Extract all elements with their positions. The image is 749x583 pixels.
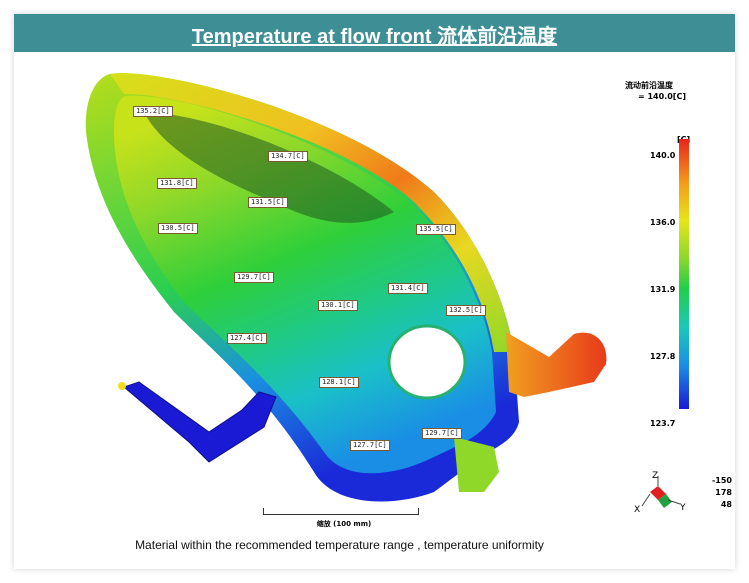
caption: Material within the recommended temperat… (135, 538, 544, 552)
axis-triad-icon: Z X Y (634, 471, 686, 515)
legend-tick: 136.0 (650, 218, 676, 227)
part-render (85, 73, 607, 502)
view-angle: 48 (720, 500, 732, 509)
legend-tick: 127.8 (650, 352, 676, 361)
probe-label: 129.7[C] (234, 272, 274, 283)
probe-label: 134.7[C] (268, 151, 308, 162)
probe-label: 128.1[C] (319, 377, 359, 388)
probe-label: 135.5[C] (416, 224, 456, 235)
scale-bar (263, 508, 419, 515)
axis-y-label: Y (679, 503, 686, 513)
part-blue-arm (122, 381, 277, 463)
legend-tick: 140.0 (650, 151, 676, 160)
probe-label: 135.2[C] (133, 106, 173, 117)
view-angle: -150 (711, 476, 732, 485)
legend-tick: 131.9 (650, 285, 676, 294)
view-angle: 178 (715, 488, 732, 497)
probe-label: 127.4[C] (227, 333, 267, 344)
probe-label: 129.7[C] (422, 428, 462, 439)
probe-label: 131.5[C] (248, 197, 288, 208)
axis-z-label: Z (652, 471, 658, 481)
legend-subtitle: = 140.0[C] (638, 92, 686, 101)
probe-label: 130.5[C] (158, 223, 198, 234)
part-hole (387, 324, 467, 400)
legend-tick: 123.7 (650, 419, 676, 428)
probe-label: 132.5[C] (446, 305, 486, 316)
scale-label: 缩放 (100 mm) (316, 520, 372, 528)
part-right-tab (506, 332, 607, 397)
page-title: Temperature at flow front 流体前沿温度 (191, 26, 558, 48)
part-rim (110, 73, 514, 352)
axis-x-label: X (634, 505, 640, 515)
title-banner: Temperature at flow front 流体前沿温度 (14, 14, 735, 52)
simulation-view: 135.2[C] 134.7[C] 131.8[C] 131.5[C] 130.… (14, 52, 735, 569)
gate-point (118, 382, 126, 390)
probe-label: 131.8[C] (157, 178, 197, 189)
probe-label: 130.1[C] (318, 300, 358, 311)
part-shadow-region (144, 112, 394, 223)
part-bottom-lug (454, 437, 499, 492)
color-scale-bar (679, 139, 689, 409)
figure-card: Temperature at flow front 流体前沿温度 (14, 14, 735, 569)
probe-label: 127.7[C] (350, 440, 390, 451)
legend-title: 流动前沿温度 (625, 81, 673, 90)
probe-label: 131.4[C] (388, 283, 428, 294)
